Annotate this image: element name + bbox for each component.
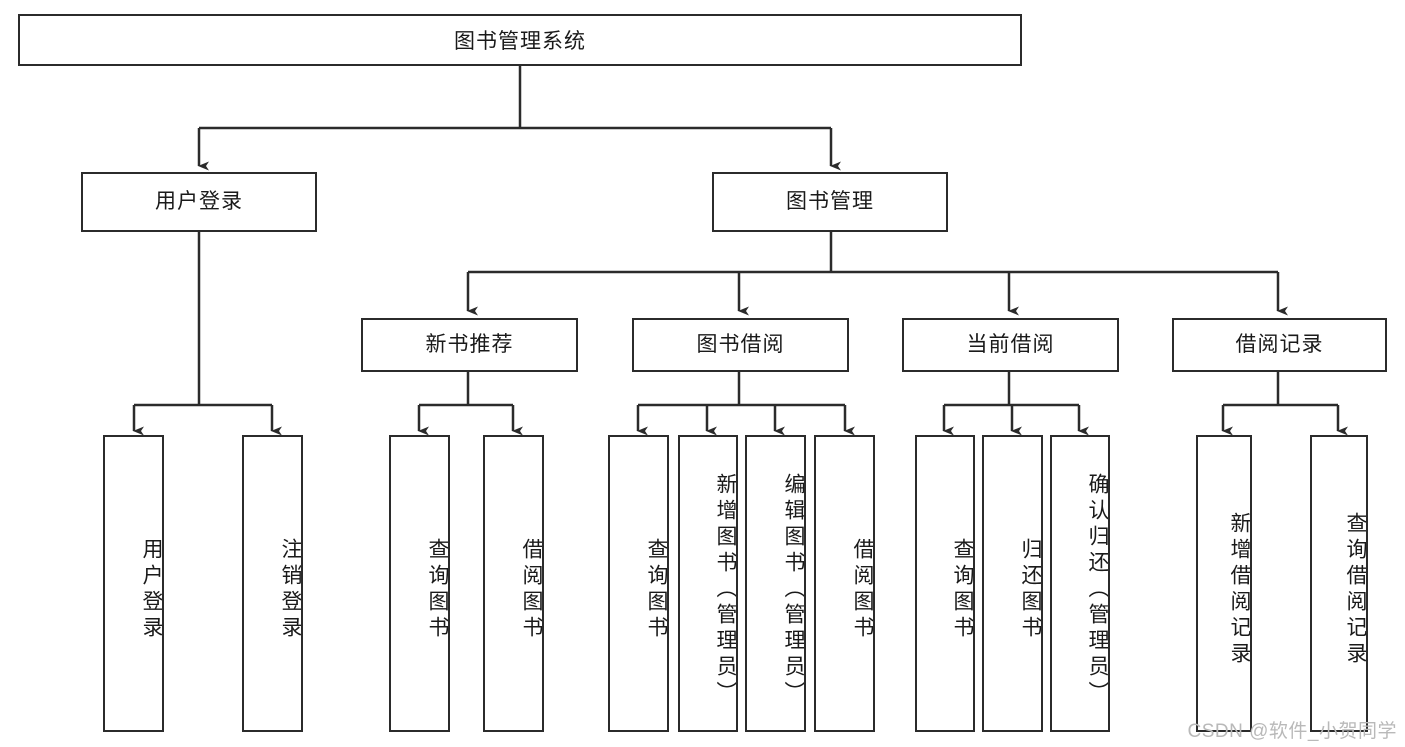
node-user-login[interactable]: 用户登录 <box>81 172 317 232</box>
node-label: 新书推荐 <box>425 333 514 357</box>
node-root-book-management-system[interactable]: 图书管理系统 <box>18 14 1022 66</box>
node-leaf-query-books-borrow[interactable]: 查询图书 <box>608 435 669 732</box>
node-label: 借阅记录 <box>1235 333 1324 357</box>
node-label: 借阅图书 <box>851 537 874 642</box>
node-leaf-edit-book-admin[interactable]: 编辑图书（管理员） <box>745 435 806 732</box>
node-label: 注销登录 <box>279 537 302 642</box>
node-leaf-add-book-admin[interactable]: 新增图书（管理员） <box>678 435 738 732</box>
node-label: 查询图书 <box>645 537 668 642</box>
node-label: 新增图书（管理员） <box>714 472 737 707</box>
node-leaf-query-borrow-record[interactable]: 查询借阅记录 <box>1310 435 1368 732</box>
node-book-borrowing[interactable]: 图书借阅 <box>632 318 849 372</box>
node-leaf-confirm-return-admin[interactable]: 确认归还（管理员） <box>1050 435 1110 732</box>
node-label: 图书管理系统 <box>454 30 586 53</box>
node-leaf-logout[interactable]: 注销登录 <box>242 435 303 732</box>
node-leaf-borrow-books[interactable]: 借阅图书 <box>814 435 875 732</box>
node-label: 新增借阅记录 <box>1228 511 1251 668</box>
node-label: 归还图书 <box>1019 537 1042 642</box>
node-label: 用户登录 <box>155 190 243 214</box>
node-label: 图书管理 <box>786 190 874 214</box>
node-label: 查询借阅记录 <box>1344 511 1367 668</box>
node-leaf-borrow-books-recommend[interactable]: 借阅图书 <box>483 435 544 732</box>
node-leaf-add-borrow-record[interactable]: 新增借阅记录 <box>1196 435 1252 732</box>
node-new-book-recommendation[interactable]: 新书推荐 <box>361 318 578 372</box>
node-leaf-query-books-recommend[interactable]: 查询图书 <box>389 435 450 732</box>
node-leaf-user-login[interactable]: 用户登录 <box>103 435 164 732</box>
node-label: 图书借阅 <box>696 333 785 357</box>
node-borrowing-record[interactable]: 借阅记录 <box>1172 318 1387 372</box>
node-label: 用户登录 <box>140 537 163 642</box>
node-label: 查询图书 <box>426 537 449 642</box>
node-leaf-query-books-current[interactable]: 查询图书 <box>915 435 975 732</box>
watermark-text: CSDN @软件_小贺同学 <box>1187 721 1397 742</box>
node-label: 编辑图书（管理员） <box>782 472 805 707</box>
node-book-management[interactable]: 图书管理 <box>712 172 948 232</box>
node-label: 借阅图书 <box>520 537 543 642</box>
node-leaf-return-books[interactable]: 归还图书 <box>982 435 1043 732</box>
node-label: 查询图书 <box>951 537 974 642</box>
node-label: 确认归还（管理员） <box>1086 472 1109 707</box>
node-current-borrowing[interactable]: 当前借阅 <box>902 318 1119 372</box>
node-label: 当前借阅 <box>966 333 1055 357</box>
